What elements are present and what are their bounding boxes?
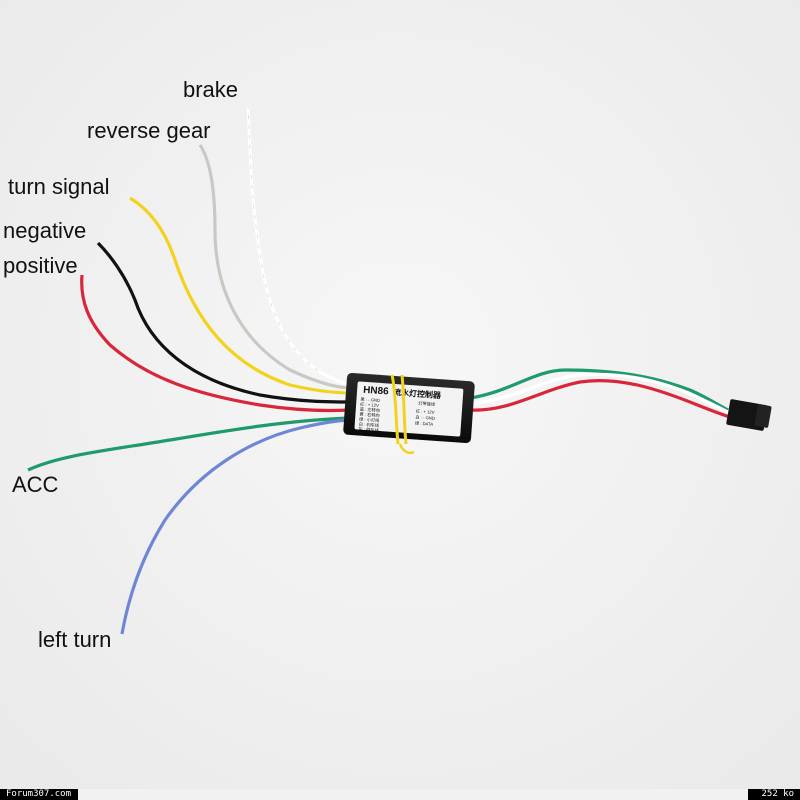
grey-wire bbox=[198, 144, 353, 390]
label-acc: ACC bbox=[12, 472, 59, 497]
connector bbox=[726, 399, 772, 431]
footer-site-label: Forum307.com bbox=[6, 789, 72, 799]
module-left-line-1: 红 : + 12V bbox=[360, 401, 379, 408]
label-negative: negative bbox=[3, 218, 87, 243]
module-title: 流水灯控制器 bbox=[393, 387, 443, 400]
blue-wire bbox=[120, 418, 353, 635]
label-turn-signal: turn signal bbox=[8, 174, 110, 199]
module-left-line-0: 黑 : - GND bbox=[360, 397, 380, 404]
module-right-line-0: 红 : + 12V bbox=[416, 407, 435, 414]
yellow-wire bbox=[129, 196, 353, 395]
label-positive: positive bbox=[3, 253, 78, 278]
module-left-line-2: 蓝 : 左转向 bbox=[360, 406, 381, 414]
module-model: HN86 bbox=[363, 385, 390, 398]
output-red-wire bbox=[469, 378, 731, 419]
label-brake: brake bbox=[183, 77, 239, 102]
yellow-strap bbox=[390, 374, 408, 445]
black-wire bbox=[96, 241, 353, 404]
module-left-line-3: 黄 : 右转向 bbox=[359, 411, 380, 419]
output-green-wire bbox=[469, 368, 729, 412]
module-left-line-4: 绿 : 小灯线 bbox=[359, 416, 380, 424]
label-left-turn: left turn bbox=[38, 627, 112, 652]
footer-bar: Forum307.com 252 ko bbox=[0, 789, 800, 800]
module-right-header: 灯带接线 bbox=[418, 400, 436, 408]
red-wire bbox=[80, 274, 351, 413]
output-white-wire bbox=[469, 372, 731, 415]
footer-size-label: 252 ko bbox=[761, 789, 794, 799]
controller-module: HN86 流水灯控制器 黑 : - GND 红 : + 12V 蓝 : 左转向 … bbox=[343, 372, 475, 455]
module-left-line-5: 白 : 刹车线 bbox=[359, 421, 380, 429]
module-left-line-6: 灰 : 倒车线 bbox=[358, 426, 379, 434]
label-reverse-gear: reverse gear bbox=[87, 118, 211, 143]
footer-spacer bbox=[78, 789, 748, 800]
module-right-line-2: 绿 : DATA bbox=[415, 419, 434, 426]
green-wire bbox=[27, 416, 353, 472]
module-right-line-1: 白 : - GND bbox=[415, 413, 435, 421]
